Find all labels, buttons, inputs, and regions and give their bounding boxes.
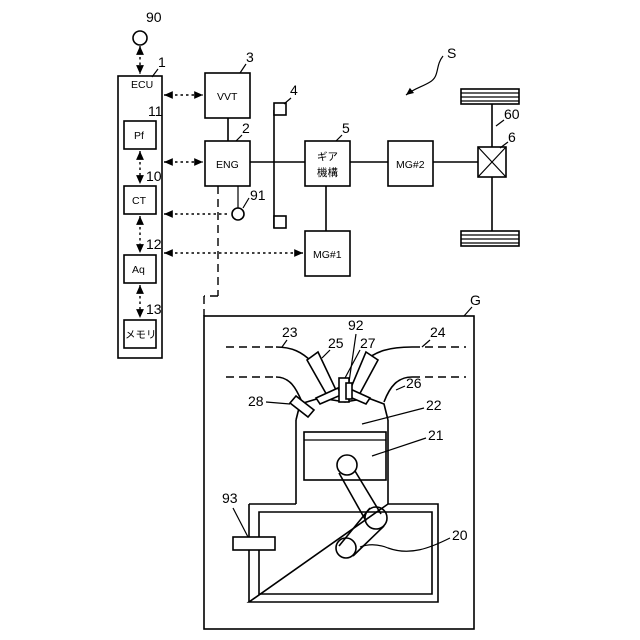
ref-60: 60 — [504, 106, 520, 122]
eng-label: ENG — [216, 159, 239, 171]
ref-4: 4 — [290, 82, 298, 98]
ref-G: G — [470, 292, 481, 308]
ref-6: 6 — [508, 129, 516, 145]
ref-2: 2 — [242, 120, 250, 136]
ref-24: 24 — [430, 324, 446, 340]
ref-91: 91 — [250, 187, 266, 203]
ref-27: 27 — [360, 335, 376, 351]
ref-22: 22 — [426, 397, 442, 413]
memory-label: メモリ — [125, 329, 157, 341]
pressure-sensor-92 — [346, 383, 352, 399]
ref-5: 5 — [342, 120, 350, 136]
ref-21: 21 — [428, 427, 444, 443]
mg2-label: MG#2 — [396, 159, 425, 171]
gear-label-line1: ギア — [317, 151, 338, 163]
ref-28: 28 — [248, 393, 264, 409]
system-S-arrow — [406, 56, 443, 95]
element-4-bottom — [274, 216, 286, 228]
ref-20: 20 — [452, 527, 468, 543]
leader-3 — [240, 64, 246, 73]
leader-4 — [284, 98, 291, 104]
ref-system-S: S — [447, 45, 456, 61]
leader-5 — [336, 135, 342, 141]
ref-13: 13 — [146, 301, 162, 317]
pf-label: Pf — [134, 130, 144, 142]
leader-G — [464, 307, 472, 316]
ref-25: 25 — [328, 335, 344, 351]
ref-11: 11 — [148, 103, 163, 119]
ref-10: 10 — [146, 168, 162, 184]
element-4-top — [274, 103, 286, 115]
vvt-label: VVT — [217, 91, 238, 103]
mg1-label: MG#1 — [313, 249, 342, 261]
gear-mechanism-block — [305, 141, 350, 186]
ecu-label: ECU — [131, 79, 153, 91]
sensor-93 — [233, 537, 275, 550]
ref-92: 92 — [348, 317, 364, 333]
aq-label: Aq — [132, 264, 145, 276]
ref-26: 26 — [406, 375, 422, 391]
sensor-91-circle — [232, 208, 244, 220]
ct-label: CT — [132, 195, 147, 207]
ref-90: 90 — [146, 9, 162, 25]
leader-91 — [243, 198, 249, 208]
gear-label-line2: 機構 — [317, 166, 338, 179]
ref-12: 12 — [146, 236, 162, 252]
leader-60 — [496, 120, 504, 126]
sensor-90-circle — [133, 31, 147, 45]
ref-3: 3 — [246, 49, 254, 65]
leader-2 — [236, 135, 242, 141]
ref-1: 1 — [158, 54, 166, 70]
ref-93: 93 — [222, 490, 238, 506]
ref-23: 23 — [282, 324, 298, 340]
